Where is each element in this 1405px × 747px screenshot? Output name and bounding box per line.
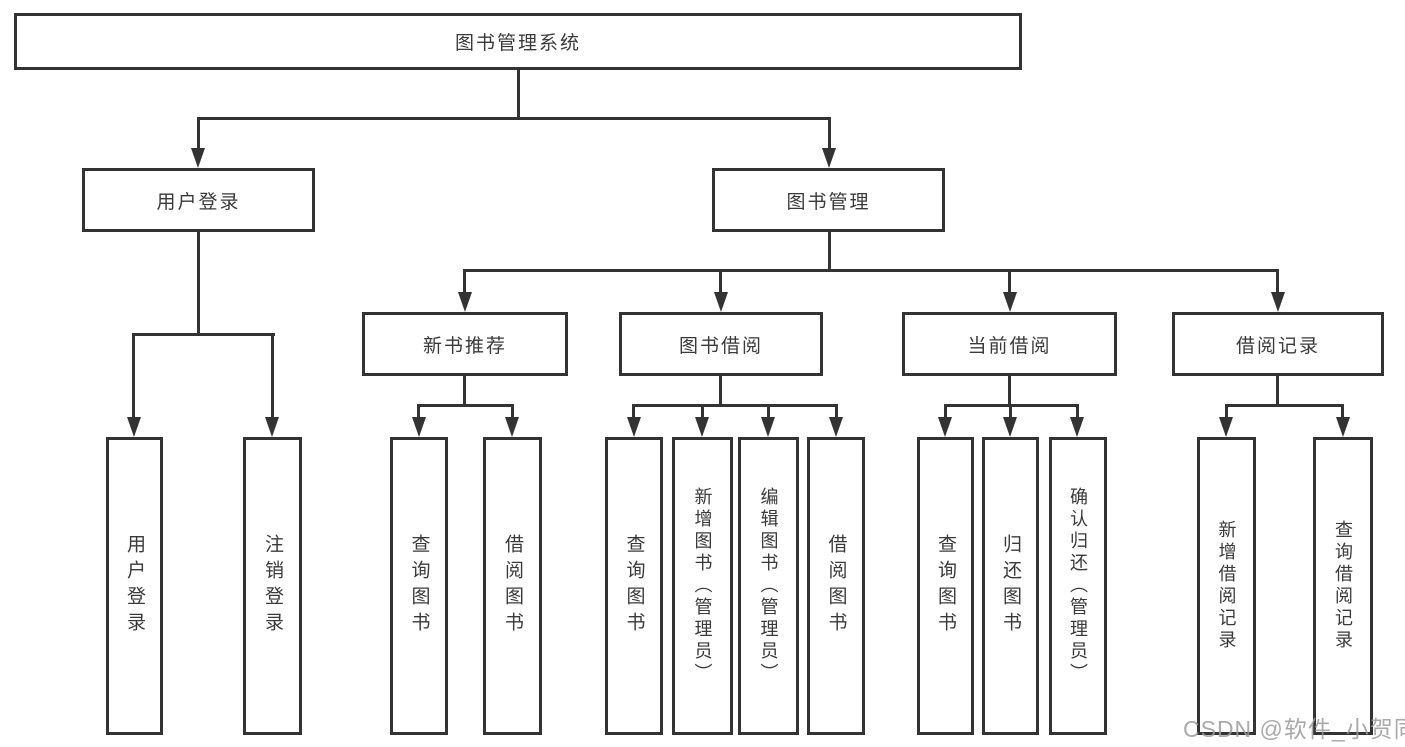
connector-borrowrecords-hline [1225, 404, 1344, 407]
leaf-label: 归还图书 [1000, 534, 1021, 638]
leaf-query-books-recommend: 查询图书 [390, 437, 448, 735]
arrow-to-leaf-return [1003, 417, 1017, 437]
arrow-to-newbook [458, 292, 472, 312]
leaf-label: 新增图书（管理员） [692, 487, 713, 685]
node-new-book-recommend: 新书推荐 [362, 312, 568, 376]
leaf-borrow-books: 借阅图书 [807, 437, 865, 735]
node-label: 借阅记录 [1235, 335, 1320, 357]
arrow-to-leaf-borrow1 [505, 417, 519, 437]
connector-leaf-stem [835, 404, 838, 418]
leaf-label: 查询图书 [623, 534, 645, 638]
connector-root-hline [197, 117, 831, 120]
connector-leaf-stem [1076, 404, 1079, 418]
arrow-to-leaf-addrecord [1219, 417, 1233, 437]
arrow-to-leaf-editbook [761, 417, 775, 437]
connector-borrowrecords-stem [1276, 269, 1279, 294]
leaf-label: 借阅图书 [825, 534, 847, 638]
arrow-to-leaf-query1 [412, 417, 426, 437]
arrow-to-leaf-queryrecord [1336, 417, 1350, 437]
connector-currentborrow-stem [1008, 269, 1011, 294]
connector-currentborrow-down [1008, 376, 1011, 407]
arrow-to-userlogin [191, 148, 205, 168]
leaf-label: 用户登录 [124, 534, 145, 638]
leaf-user-login: 用户登录 [106, 437, 163, 735]
arrow-to-leaf-query3 [938, 417, 952, 437]
node-borrow-records: 借阅记录 [1172, 312, 1384, 376]
connector-leaf-stem [1225, 404, 1228, 418]
arrow-to-leaf-logout [265, 417, 279, 437]
leaf-query-books-borrow: 查询图书 [605, 437, 663, 735]
arrow-to-leaf-borrow2 [829, 417, 843, 437]
leaf-borrow-books-recommend: 借阅图书 [483, 437, 542, 735]
connector-userlogin-down [197, 232, 200, 336]
arrow-to-borrowrecords [1271, 292, 1285, 312]
leaf-logout: 注销登录 [243, 437, 302, 735]
node-book-management: 图书管理 [712, 168, 945, 232]
node-label: 图书管理 [786, 191, 871, 213]
connector-leaf-stem [1009, 404, 1012, 418]
connector-borrowrecords-down [1276, 376, 1279, 407]
leaf-edit-book-admin: 编辑图书（管理员） [738, 437, 799, 735]
csdn-watermark: CSDN @软件_小贺同学 [1183, 716, 1405, 742]
arrow-to-currentborrow [1003, 292, 1017, 312]
arrow-to-bookmgmt [822, 148, 836, 168]
leaf-label: 查询借阅记录 [1333, 520, 1353, 652]
arrow-to-bookborrow [714, 292, 728, 312]
node-label: 用户登录 [156, 191, 241, 213]
connector-root-stem [517, 70, 520, 119]
connector-bookmgmt-down [828, 232, 831, 272]
arrow-to-leaf-addbook [695, 417, 709, 437]
leaf-confirm-return-admin: 确认归还（管理员） [1049, 437, 1107, 735]
leaf-query-borrow-record: 查询借阅记录 [1313, 437, 1373, 735]
connector-leaf-stem [632, 404, 635, 418]
node-user-login: 用户登录 [82, 168, 315, 232]
leaf-add-book-admin: 新增图书（管理员） [672, 437, 733, 735]
leaf-query-books-current: 查询图书 [917, 437, 974, 735]
connector-bookborrow-down [719, 376, 722, 407]
connector-leaf-stem [767, 404, 770, 418]
connector-bookmgmt-stem [828, 117, 831, 149]
connector-leaf-stem [1341, 404, 1344, 418]
leaf-return-book: 归还图书 [982, 437, 1039, 735]
node-label: 新书推荐 [422, 335, 507, 357]
connector-userlogin-hline [132, 333, 275, 336]
node-current-borrow: 当前借阅 [902, 312, 1117, 376]
connector-bookborrow-hline [632, 404, 838, 407]
node-label: 图书借阅 [678, 335, 763, 357]
connector-userlogin-stem [197, 117, 200, 149]
connector-bookborrow-stem [719, 269, 722, 294]
leaf-add-borrow-record: 新增借阅记录 [1197, 437, 1256, 735]
connector-leaf-logout-stem [271, 333, 274, 418]
leaf-label: 确认归还（管理员） [1068, 487, 1088, 685]
node-label: 当前借阅 [967, 335, 1052, 357]
leaf-label: 查询图书 [935, 534, 956, 638]
leaf-label: 查询图书 [408, 534, 430, 638]
leaf-label: 编辑图书（管理员） [758, 487, 779, 685]
connector-newbook-hline [417, 404, 514, 407]
arrow-to-leaf-query2 [627, 417, 641, 437]
node-book-borrow: 图书借阅 [619, 312, 823, 376]
connector-leaf-stem [701, 404, 704, 418]
connector-bookmgmt-hline [463, 269, 1279, 272]
arrow-to-leaf-confirmreturn [1070, 417, 1084, 437]
leaf-label: 注销登录 [262, 534, 283, 638]
arrow-to-leaf-login [127, 417, 141, 437]
connector-leaf-login-stem [132, 333, 135, 418]
node-label: 图书管理系统 [454, 33, 581, 54]
connector-leaf-stem [511, 404, 514, 418]
connector-newbook-down [463, 376, 466, 407]
connector-newbook-stem [463, 269, 466, 294]
leaf-label: 新增借阅记录 [1216, 520, 1237, 652]
connector-leaf-stem [417, 404, 420, 418]
node-root-system: 图书管理系统 [14, 13, 1022, 70]
leaf-label: 借阅图书 [502, 534, 523, 638]
connector-leaf-stem [944, 404, 947, 418]
